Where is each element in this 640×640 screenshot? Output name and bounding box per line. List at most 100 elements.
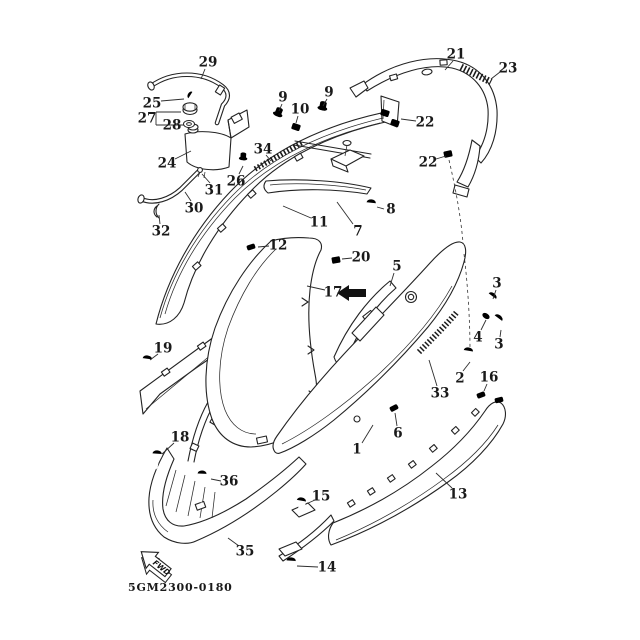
leader-line-11 — [282, 205, 312, 219]
leader-line-30 — [184, 191, 192, 202]
nut-10 — [291, 122, 301, 132]
callout-32: 32 — [152, 224, 171, 240]
leader-line-3 — [492, 289, 497, 300]
callout-3: 3 — [492, 276, 501, 292]
rear-cover-tip-bracket — [349, 80, 369, 98]
reservoir-tank-assembly — [137, 72, 250, 219]
callout-2: 2 — [455, 371, 464, 387]
screw-19 — [140, 354, 153, 376]
leader-line-4 — [480, 319, 487, 331]
leader-line-5 — [389, 272, 395, 287]
callout-27: 27 — [138, 111, 157, 127]
screw-36 — [196, 470, 207, 504]
main-side-cover-1 — [272, 241, 467, 454]
clip-20 — [331, 256, 341, 264]
leader-line-25 — [160, 98, 185, 102]
callout-22: 22 — [416, 115, 435, 131]
under-cover-35 — [148, 447, 307, 544]
clip-6 — [389, 402, 401, 413]
hose-29-fitting — [147, 81, 155, 91]
leader-line-1 — [361, 424, 374, 444]
callout-34: 34 — [254, 142, 273, 158]
callout-26: 26 — [227, 174, 246, 190]
leader-line-12 — [257, 245, 270, 248]
callout-13: 13 — [449, 487, 468, 503]
callout-17: 17 — [324, 285, 343, 301]
callout-9: 9 — [278, 90, 287, 106]
callout-4: 4 — [473, 330, 482, 346]
callout-9: 9 — [324, 85, 333, 101]
screw-8 — [365, 198, 377, 219]
bracket-14 — [278, 541, 303, 557]
callout-30: 30 — [185, 201, 204, 217]
callout-15: 15 — [312, 489, 331, 505]
callout-8: 8 — [386, 202, 395, 218]
callout-33: 33 — [431, 386, 450, 402]
grommet-hole — [404, 290, 418, 304]
callout-19: 19 — [154, 341, 173, 357]
callout-28: 28 — [163, 118, 182, 134]
leader-line-6 — [394, 412, 398, 427]
leader-line-14 — [296, 565, 319, 568]
callout-21: 21 — [447, 47, 466, 63]
molding-hatch-34 — [253, 139, 305, 172]
bolt-9b — [315, 100, 329, 121]
leader-line-36 — [210, 478, 222, 482]
screw-14 — [285, 557, 296, 577]
bolt-26 — [238, 152, 248, 169]
callout-20: 20 — [352, 250, 371, 266]
callout-24: 24 — [158, 156, 177, 172]
callout-36: 36 — [220, 474, 239, 490]
upper-side-panel — [155, 111, 391, 325]
callout-31: 31 — [205, 183, 224, 199]
callout-5: 5 — [392, 259, 401, 275]
leader-line-22 — [400, 118, 417, 122]
garnish-strip-7 — [263, 179, 372, 195]
upper-edge-molding — [293, 139, 372, 173]
leader-line-23 — [490, 71, 501, 80]
recovery-tank-24 — [184, 109, 250, 179]
callout-11: 11 — [310, 215, 329, 231]
callout-1: 1 — [352, 442, 361, 458]
screw-2 — [461, 346, 474, 368]
hose-30-fitting — [137, 194, 145, 204]
leader-line-18 — [161, 442, 175, 455]
leader-line-7 — [336, 201, 354, 225]
cap-27 — [182, 102, 198, 116]
leader-line-34 — [265, 154, 272, 162]
clip-32 — [153, 203, 160, 219]
leader-line-21 — [444, 60, 454, 71]
callout-14: 14 — [318, 560, 337, 576]
callout-35: 35 — [236, 544, 255, 560]
rear-cover-arm — [456, 139, 481, 188]
leader-line-33 — [428, 359, 438, 387]
leader-line-17 — [306, 285, 326, 291]
leader-line-19 — [149, 353, 159, 361]
leader-line-9 — [278, 103, 283, 112]
bolt-9a — [268, 105, 285, 127]
leader-line-31 — [201, 173, 211, 184]
bracket-12 — [246, 242, 258, 251]
leader-line-9 — [322, 98, 328, 107]
part-code: 5GM2300-0180 — [128, 581, 233, 594]
leader-line-8 — [376, 206, 385, 210]
leader-line-32 — [158, 214, 161, 225]
callout-18: 18 — [171, 430, 190, 446]
leader-line-22 — [435, 155, 447, 160]
leader-line-20 — [341, 257, 353, 260]
callout-6: 6 — [393, 426, 402, 442]
clip-16a — [476, 390, 488, 399]
leader-line-13 — [435, 472, 453, 489]
callout-10: 10 — [291, 102, 310, 118]
washer-28 — [183, 120, 195, 128]
leader-line-3 — [499, 329, 502, 338]
callout-16: 16 — [480, 370, 499, 386]
rear-cover-21 — [349, 58, 498, 198]
left-arrow-17-icon — [337, 285, 366, 301]
leader-line-35 — [227, 537, 240, 547]
callout-23: 23 — [499, 61, 518, 77]
leader-line-16 — [483, 383, 488, 392]
